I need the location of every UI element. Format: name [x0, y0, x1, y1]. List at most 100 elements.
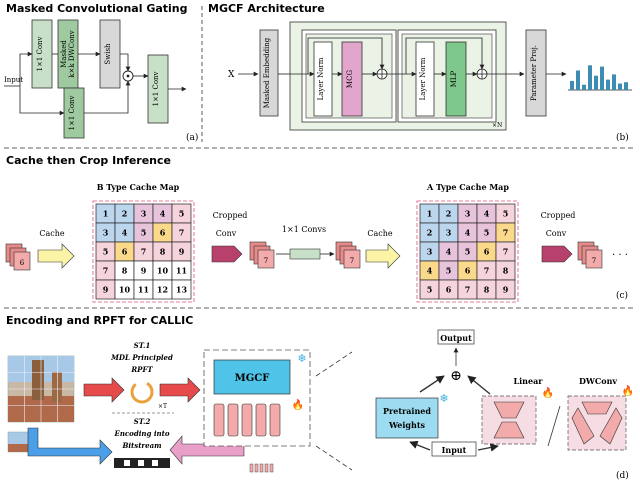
a-cell-text-3-3: 7	[484, 266, 490, 276]
a-cell-text-3-0: 4	[427, 266, 433, 276]
image-tower-2	[52, 372, 62, 402]
mgcf-title: MGCF Architecture	[208, 2, 325, 15]
x-label: X	[228, 70, 235, 80]
fire-icon-1: 🔥	[292, 398, 304, 411]
a-cell-4-4	[495, 279, 516, 300]
slash-separator	[547, 405, 561, 447]
input-to-weights	[409, 440, 431, 451]
a-outline	[416, 200, 519, 303]
param-bar-2	[254, 463, 259, 473]
small-image-wall	[8, 444, 28, 452]
ln2-box	[415, 41, 435, 117]
pretrained-label-a: Pretrained	[383, 406, 431, 416]
dwconv-label-a: Masked	[60, 40, 68, 68]
histogram-bar-5	[594, 75, 598, 90]
stack-d-num: 7	[592, 257, 596, 265]
output-label: Output	[440, 333, 472, 343]
param-col-3	[241, 403, 253, 437]
cache-label-1: Cache	[39, 229, 65, 238]
b-cell-text-1-4: 7	[179, 228, 185, 238]
param-bar-5	[269, 463, 274, 473]
small-param-bars	[249, 463, 274, 473]
panel-mgcf: MGCF Architecture X Masked Embedding ×N …	[208, 2, 632, 143]
small-image	[7, 431, 29, 453]
stack-c-num: 7	[350, 257, 354, 265]
b-cell-text-4-2: 11	[138, 285, 149, 295]
a-cell-text-0-2: 3	[465, 209, 471, 219]
b-cell-text-2-2: 7	[141, 247, 147, 257]
a-cell-text-4-1: 6	[446, 285, 452, 295]
output-box	[437, 329, 475, 345]
times-n: ×N	[492, 122, 502, 129]
b-cell-text-2-1: 6	[122, 247, 128, 257]
dwconv-shape-left	[571, 407, 595, 445]
histogram-bar-10	[624, 82, 628, 90]
b-residual-1	[307, 37, 385, 74]
b-cell-text-3-3: 10	[157, 266, 169, 276]
a-cell-text-1-1: 3	[446, 228, 452, 238]
linear-shape-top	[493, 401, 525, 419]
continuation-dots: · · ·	[612, 250, 628, 261]
a-cell-text-3-1: 5	[446, 266, 452, 276]
pretrained-label-b: Weights	[388, 420, 426, 430]
conv-label-2: Conv	[546, 229, 567, 238]
cache-arrow-2	[365, 243, 401, 269]
input-stack-3	[13, 251, 31, 271]
a-cell-text-1-4: 7	[503, 228, 509, 238]
b-cell-text-1-2: 5	[141, 228, 147, 238]
b-cell-text-0-3: 4	[160, 209, 166, 219]
crop-conv-1	[211, 245, 243, 263]
enc-into-label: Encoding into	[114, 429, 170, 438]
mgcf-box-label: MGCF	[235, 373, 270, 384]
param-bar-3	[259, 463, 264, 473]
a-map-title: A Type Cache Map	[426, 182, 509, 192]
param-col-4	[255, 403, 267, 437]
convs-box	[289, 248, 321, 260]
st2-label: ST.2	[134, 417, 151, 426]
conv1-label: 1×1 Conv	[36, 36, 44, 71]
conv-bottom-to-mul	[84, 80, 131, 114]
a-cell-text-1-2: 4	[465, 228, 471, 238]
ln1-box	[313, 41, 333, 117]
input-image	[7, 355, 75, 423]
stack-d-3	[585, 249, 603, 269]
panel-a-label: (a)	[186, 132, 198, 143]
proj-label: Parameter Proj.	[530, 45, 538, 101]
b-cell-text-3-0: 7	[103, 266, 109, 276]
bit-3	[152, 460, 158, 466]
a-cell-text-4-2: 7	[465, 285, 471, 295]
conv-right-label: 1×1 Conv	[152, 71, 160, 106]
rpft-label: RPFT	[130, 365, 153, 374]
image-tower	[32, 360, 44, 400]
b-cell-text-4-3: 12	[157, 285, 168, 295]
encoding-title: Encoding and RPFT for CALLIC	[6, 314, 193, 327]
b-map-title: B Type Cache Map	[97, 182, 180, 192]
a-cell-text-4-3: 8	[484, 285, 490, 295]
b-cell-text-3-2: 9	[141, 266, 147, 276]
param-col-2	[227, 403, 239, 437]
stack-b-3	[257, 249, 275, 269]
a-cell-text-4-4: 9	[503, 285, 509, 295]
input-label: Input	[4, 76, 23, 84]
histogram-bar-1	[570, 80, 574, 90]
b-residual-2	[405, 37, 485, 74]
input-box	[431, 441, 477, 457]
times-t: ×T	[158, 403, 167, 410]
panel-encoding: Encoding and RPFT for CALLIC ST.1 MDL Pr…	[6, 314, 634, 481]
bit-1	[124, 460, 130, 466]
b-cell-4-4	[171, 279, 192, 300]
dwconv-shape-right	[599, 407, 623, 445]
mdl-label: MDL Principled	[110, 353, 173, 362]
zoom-line-bottom	[315, 445, 353, 471]
rpft-arrow-left	[83, 377, 125, 403]
linear-shape-bottom	[493, 421, 525, 439]
fire-icon-2: 🔥	[542, 386, 554, 399]
snowflake-icon-1: ❄	[297, 352, 306, 365]
rpft-arrow-right	[159, 377, 201, 403]
b-cell-text-1-3: 6	[160, 228, 166, 238]
input-stack-num: 6	[20, 259, 25, 267]
a-cell-text-1-0: 2	[427, 228, 433, 238]
param-bars	[213, 403, 281, 437]
embed-label: Masked Embedding	[263, 37, 271, 108]
